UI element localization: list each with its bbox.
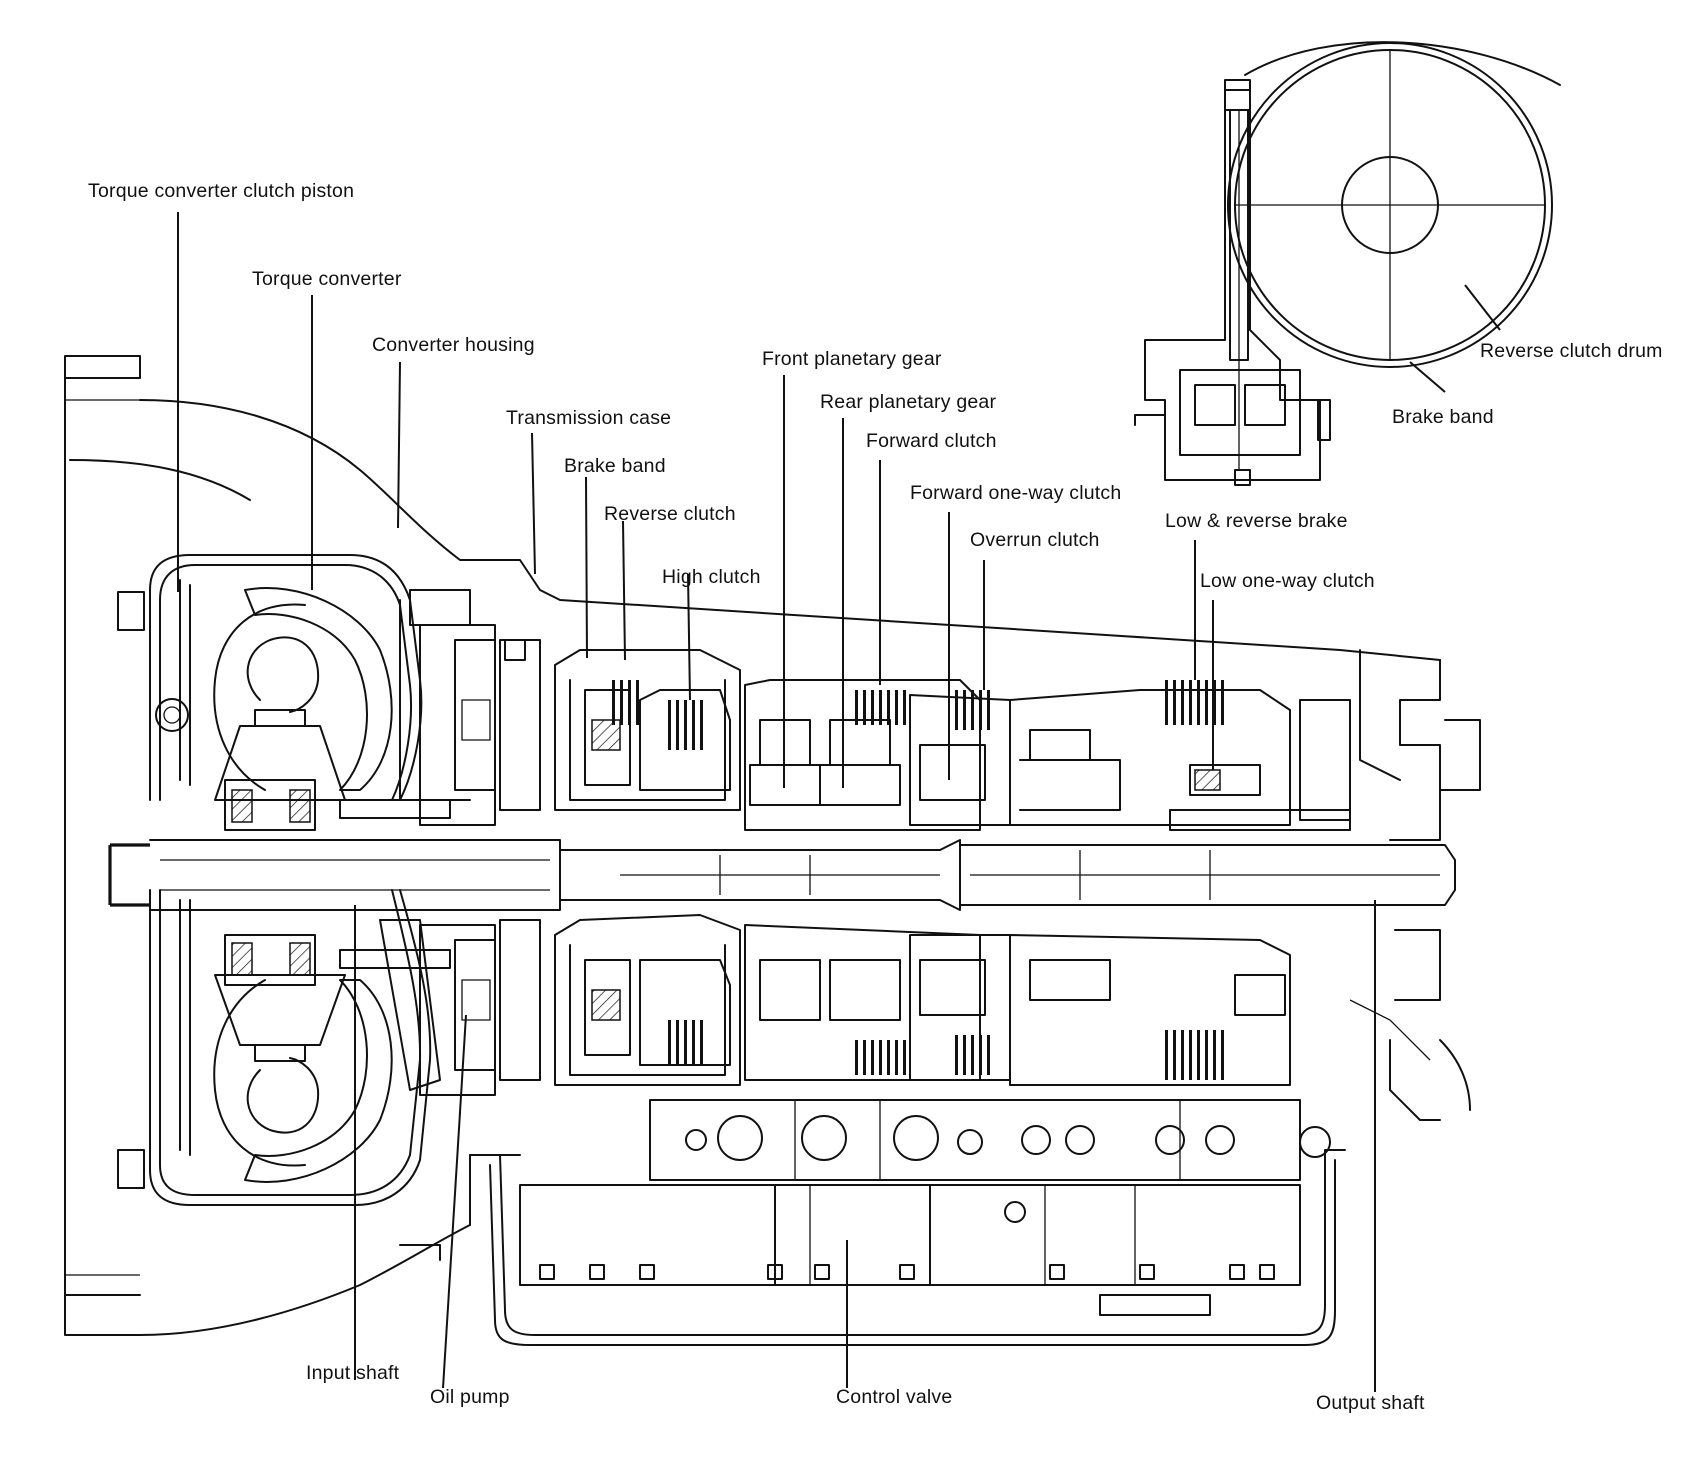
label-brake-band-inset: Brake band: [1392, 406, 1494, 428]
label-rear-planetary-gear: Rear planetary gear: [820, 391, 997, 413]
transmission-case-outline: [65, 356, 1480, 1335]
label-forward-one-way-clutch: Forward one-way clutch: [910, 482, 1122, 504]
low-reverse-brake-plates-lower: [1165, 1030, 1224, 1080]
clutch-packs-lower: [555, 915, 1290, 1085]
label-transmission-case: Transmission case: [506, 407, 672, 429]
low-reverse-brake-plates: [1165, 680, 1224, 725]
label-reverse-clutch-drum: Reverse clutch drum: [1480, 340, 1663, 362]
overrun-clutch-plates-lower: [955, 1035, 990, 1075]
label-front-planetary-gear: Front planetary gear: [762, 348, 942, 370]
leader-lines: [178, 212, 1500, 1392]
label-low-one-way-clutch: Low one-way clutch: [1200, 570, 1375, 592]
valve-body-bolts: [540, 1265, 1274, 1279]
label-low-reverse-brake: Low & reverse brake: [1165, 510, 1348, 532]
oil-pump-drawing: [380, 590, 540, 1095]
label-torque-converter-clutch-piston: Torque converter clutch piston: [88, 180, 355, 202]
clutch-packs-upper: [555, 650, 1350, 830]
label-converter-housing: Converter housing: [372, 334, 535, 356]
reverse-clutch-plates: [612, 680, 639, 725]
label-control-valve: Control valve: [836, 1386, 953, 1408]
torque-converter-drawing: [118, 555, 450, 1205]
forward-clutch-plates-lower: [855, 1040, 906, 1075]
overrun-clutch-plates: [955, 690, 990, 730]
label-input-shaft: Input shaft: [306, 1362, 400, 1384]
label-reverse-clutch: Reverse clutch: [604, 503, 736, 525]
high-clutch-plates-lower: [668, 1020, 703, 1065]
shafts-drawing: [110, 840, 1455, 910]
control-valve-drawing: [400, 1100, 1345, 1345]
label-forward-clutch: Forward clutch: [866, 430, 997, 452]
forward-clutch-plates: [855, 690, 906, 725]
label-overrun-clutch: Overrun clutch: [970, 529, 1100, 551]
label-torque-converter: Torque converter: [252, 268, 402, 290]
label-high-clutch: High clutch: [662, 566, 761, 588]
high-clutch-plates: [668, 700, 703, 750]
label-output-shaft: Output shaft: [1316, 1392, 1425, 1414]
label-oil-pump: Oil pump: [430, 1386, 510, 1408]
band-servo-inset-drawing: [1135, 42, 1560, 485]
label-brake-band: Brake band: [564, 455, 666, 477]
